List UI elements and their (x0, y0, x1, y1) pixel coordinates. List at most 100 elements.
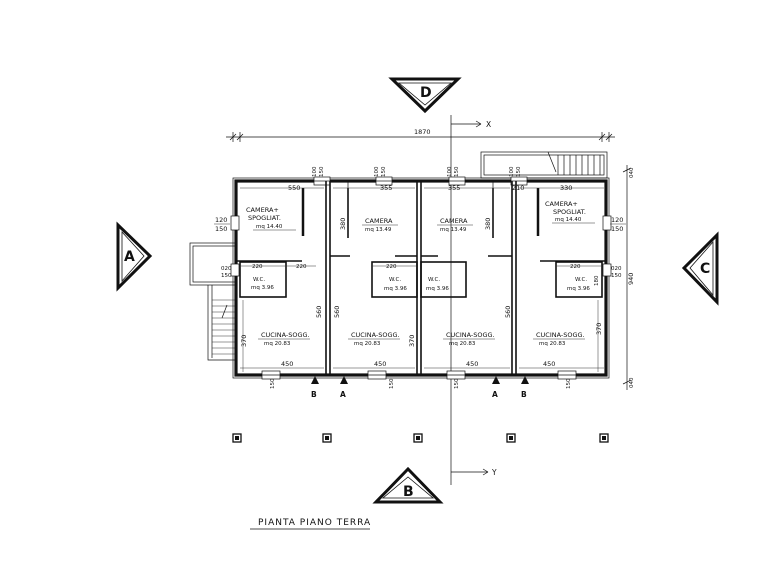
svg-text:355: 355 (448, 184, 460, 192)
svg-text:W.C.: W.C. (428, 277, 440, 283)
svg-text:355: 355 (380, 184, 392, 192)
svg-text:W.C.: W.C. (389, 277, 401, 283)
svg-text:180: 180 (594, 275, 600, 286)
room-cucina-4: CUCINA-SOGG. mq 20.83 (533, 331, 585, 347)
overall-width-value: 1870 (414, 128, 431, 136)
svg-text:150: 150 (454, 166, 460, 177)
svg-text:040: 040 (629, 377, 635, 388)
room-wc-2: W.C. mq 3.96 (384, 277, 407, 292)
marker-bottom-letter: B (403, 484, 414, 500)
svg-text:450: 450 (281, 360, 293, 368)
svg-text:210: 210 (512, 184, 524, 192)
svg-text:940: 940 (627, 273, 635, 285)
svg-text:SPOGLIAT.: SPOGLIAT. (248, 214, 281, 222)
svg-text:mq 20.83: mq 20.83 (354, 341, 381, 347)
top-windows (313, 176, 528, 186)
svg-text:CUCINA-SOGG.: CUCINA-SOGG. (536, 331, 585, 339)
svg-text:560: 560 (333, 306, 341, 318)
svg-text:mq 3.96: mq 3.96 (251, 285, 274, 291)
wc-boxes (239, 261, 603, 298)
svg-text:370: 370 (240, 335, 248, 347)
room-camera-spogliat-2: CAMERA+ SPOGLIAT. mq 14.40 (545, 200, 595, 224)
room-cucina-3: CUCINA-SOGG. mq 20.83 (443, 331, 495, 347)
svg-text:A: A (340, 390, 346, 399)
svg-text:mq 3.96: mq 3.96 (384, 286, 407, 292)
section-marker-bottom: B (372, 466, 444, 504)
dimensions-sides: 120 150 020 150 120 150 020 150 180 (214, 216, 626, 286)
room-cucina-2: CUCINA-SOGG. mq 20.83 (348, 331, 400, 347)
svg-text:100: 100 (374, 166, 380, 177)
svg-text:040: 040 (629, 167, 635, 178)
axis-y-label: Y (491, 468, 497, 477)
svg-text:150: 150 (611, 225, 623, 233)
svg-text:mq 20.83: mq 20.83 (264, 341, 291, 347)
bottom-windows (261, 370, 577, 380)
svg-text:120: 120 (611, 216, 623, 224)
svg-text:150: 150 (221, 273, 232, 279)
room-wc-4: W.C. mq 3.96 (567, 277, 590, 292)
svg-text:mq 3.96: mq 3.96 (567, 286, 590, 292)
dimensions-wc: 220 220 220 220 (240, 264, 602, 270)
svg-text:150: 150 (566, 378, 572, 389)
svg-text:020: 020 (611, 266, 622, 272)
dimensions-vertical: 380 380 560 560 560 370 370 370 (240, 218, 603, 372)
svg-text:mq 14.40: mq 14.40 (555, 217, 582, 223)
svg-text:020: 020 (221, 266, 232, 272)
dimensions-window-top: 100 150 100 150 100 150 100 150 (312, 166, 522, 177)
drawing-title: PIANTA PIANO TERRA (250, 518, 371, 530)
svg-text:mq 13.49: mq 13.49 (440, 227, 467, 233)
svg-text:CUCINA-SOGG.: CUCINA-SOGG. (261, 331, 310, 339)
entrance-stair (480, 151, 608, 179)
svg-text:120: 120 (215, 216, 227, 224)
overall-width-dimension: 1870 (226, 128, 615, 142)
room-wc-1: W.C. mq 3.96 (251, 277, 274, 291)
svg-text:370: 370 (595, 323, 603, 335)
room-camera-2: CAMERA mq 13.49 (437, 217, 473, 233)
svg-text:220: 220 (296, 264, 307, 270)
svg-text:A: A (492, 390, 498, 399)
dimensions-bottom: 450 450 450 450 150 150 150 150 (240, 360, 604, 389)
svg-text:380: 380 (484, 218, 492, 230)
svg-text:SPOGLIAT.: SPOGLIAT. (553, 208, 586, 216)
svg-text:W.C.: W.C. (253, 277, 265, 283)
svg-text:CAMERA: CAMERA (365, 217, 393, 225)
svg-text:CAMERA+: CAMERA+ (545, 200, 578, 208)
svg-text:450: 450 (543, 360, 555, 368)
dimensions-top: 550 355 355 210 330 (240, 184, 604, 192)
svg-text:100: 100 (447, 166, 453, 177)
pillars (232, 433, 609, 443)
cut-marks: B A A B (311, 376, 529, 399)
svg-text:B: B (311, 390, 317, 399)
room-camera-spogliat-1: CAMERA+ SPOGLIAT. mq 14.40 (246, 206, 296, 231)
svg-text:mq 20.83: mq 20.83 (539, 341, 566, 347)
drawing-title-text: PIANTA PIANO TERRA (258, 518, 371, 528)
svg-text:150: 150 (381, 166, 387, 177)
svg-text:150: 150 (319, 166, 325, 177)
svg-text:150: 150 (516, 166, 522, 177)
svg-text:CAMERA+: CAMERA+ (246, 206, 279, 214)
overall-depth-dimension: 940 040 040 (622, 165, 635, 390)
svg-text:100: 100 (509, 166, 515, 177)
svg-text:560: 560 (504, 306, 512, 318)
marker-left-letter: A (124, 249, 135, 265)
svg-text:W.C.: W.C. (575, 277, 587, 283)
svg-text:150: 150 (215, 225, 227, 233)
svg-text:450: 450 (466, 360, 478, 368)
section-marker-right: C (681, 231, 719, 306)
svg-text:220: 220 (386, 264, 397, 270)
room-cucina-1: CUCINA-SOGG. mq 20.83 (258, 331, 310, 347)
room-wc-3: W.C. mq 3.96 (426, 277, 449, 292)
marker-right-letter: C (700, 261, 710, 277)
marker-top-letter: D (420, 85, 432, 101)
svg-text:370: 370 (408, 335, 416, 347)
svg-text:220: 220 (570, 264, 581, 270)
svg-text:150: 150 (454, 378, 460, 389)
svg-text:mq 13.49: mq 13.49 (365, 227, 392, 233)
svg-text:CUCINA-SOGG.: CUCINA-SOGG. (446, 331, 495, 339)
svg-text:mq 14.40: mq 14.40 (256, 224, 283, 230)
svg-text:mq 20.83: mq 20.83 (449, 341, 476, 347)
room-camera-1: CAMERA mq 13.49 (362, 217, 398, 233)
svg-text:550: 550 (288, 184, 300, 192)
svg-text:mq 3.96: mq 3.96 (426, 286, 449, 292)
